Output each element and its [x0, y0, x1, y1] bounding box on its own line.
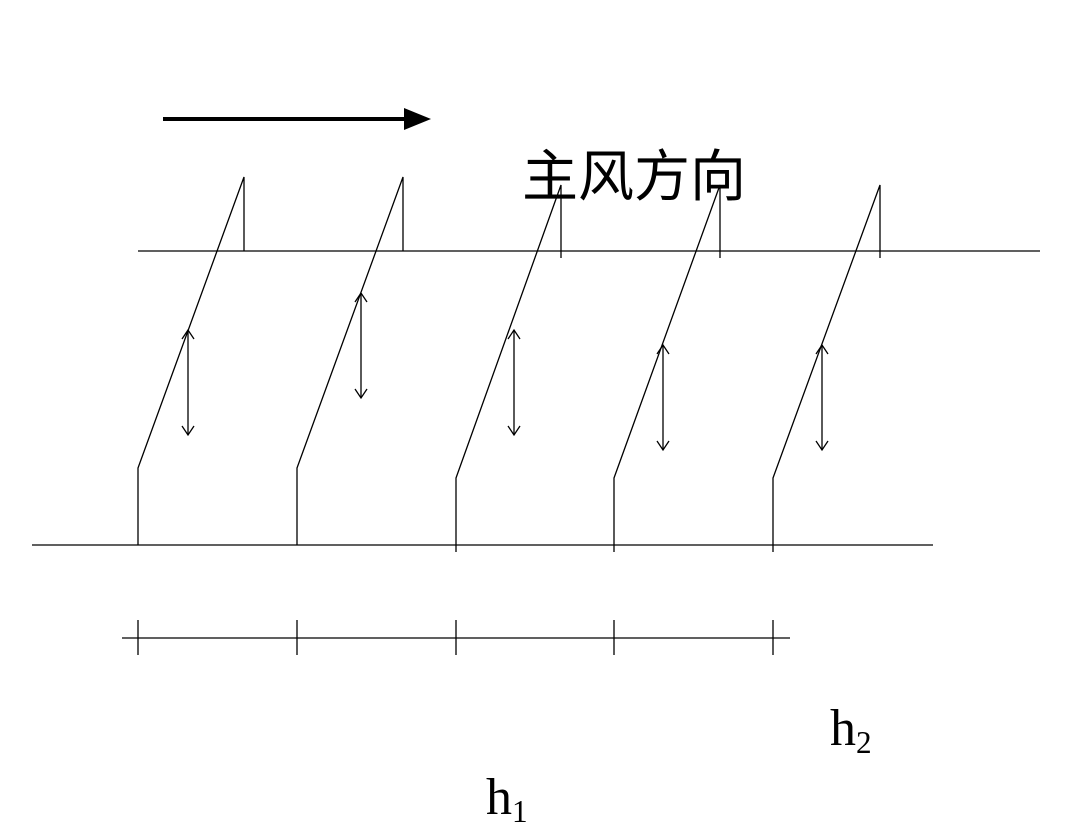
windbreak-profile	[137, 176, 245, 545]
windbreak-row-2	[296, 176, 404, 655]
h1-label: h1	[486, 772, 528, 827]
h1-sub: 1	[512, 793, 528, 829]
windbreak-profile	[296, 176, 404, 545]
h2-sub: 2	[856, 724, 872, 760]
arrow-down-icon	[507, 425, 521, 437]
windbreak-profile	[455, 184, 562, 552]
windbreak-row-1	[137, 176, 245, 655]
arrow-up-icon	[507, 328, 521, 340]
arrow-down-icon	[656, 440, 670, 452]
windbreak-row-5	[772, 184, 881, 655]
h2-base: h	[830, 700, 856, 757]
windbreak-profile	[772, 184, 881, 552]
arrow-up-icon	[815, 343, 829, 355]
arrow-up-icon	[656, 343, 670, 355]
windbreak-profile	[613, 184, 721, 552]
h2-label: h2	[830, 703, 872, 758]
h1-base: h	[486, 769, 512, 826]
windbreak-row-3	[455, 184, 562, 655]
arrow-down-icon	[181, 425, 195, 437]
diagram-canvas	[32, 108, 1040, 655]
arrow-up-icon	[181, 328, 195, 340]
wind-direction-label: 主风方向	[522, 145, 746, 210]
windbreak-row-4	[613, 184, 721, 655]
wind-direction-arrow	[163, 108, 431, 130]
arrow-up-icon	[354, 291, 368, 303]
arrow-down-icon	[815, 440, 829, 452]
arrow-down-icon	[354, 388, 368, 400]
